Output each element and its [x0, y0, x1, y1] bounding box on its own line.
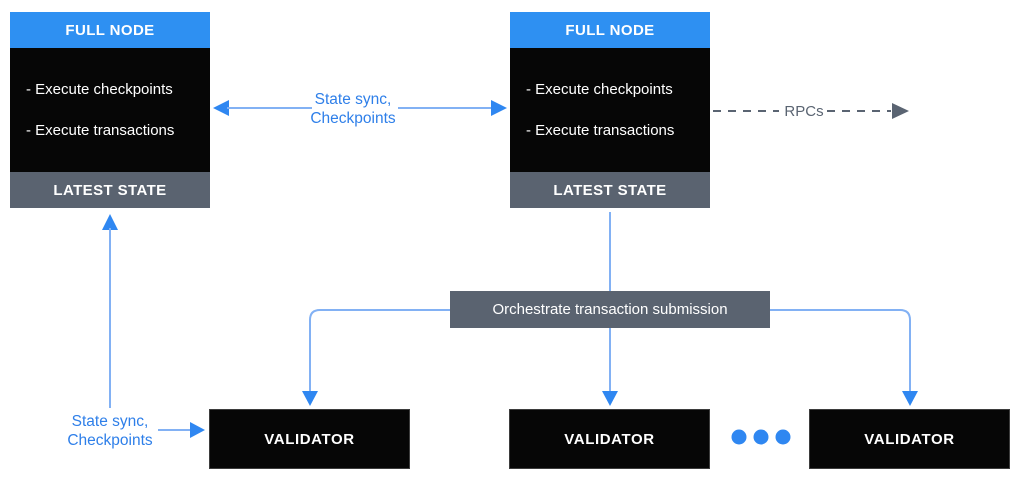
validator-to-fullnode-arrow — [102, 214, 118, 408]
full-node-right-title: FULL NODE — [510, 12, 710, 48]
orchestrate-box: Orchestrate transaction submission — [450, 291, 770, 328]
full-node-right-item-transactions: - Execute transactions — [526, 122, 675, 139]
full-node-left-footer: LATEST STATE — [10, 172, 210, 208]
full-node-right: FULL NODE - Execute checkpoints - Execut… — [510, 12, 710, 208]
arrowhead-right-icon — [491, 100, 507, 116]
arrowhead-up-icon — [102, 214, 118, 230]
arrowhead-rpcs-icon — [892, 103, 909, 119]
full-node-left-body: - Execute checkpoints - Execute transact… — [10, 48, 210, 172]
ellipsis-dots-icon — [731, 429, 791, 445]
rpcs-dashed-arrow — [713, 103, 909, 119]
orchestrate-to-left-validator-arrow — [302, 309, 450, 406]
full-node-right-item-checkpoints: - Execute checkpoints — [526, 81, 673, 98]
validator-left: VALIDATOR — [209, 409, 410, 469]
orchestrate-to-right-validator-arrow — [770, 309, 918, 406]
full-node-right-footer: LATEST STATE — [510, 172, 710, 208]
state-sync-double-arrow — [213, 100, 507, 116]
state-sync-bottom-label: State sync, Checkpoints — [67, 413, 153, 449]
validator-middle: VALIDATOR — [509, 409, 710, 469]
state-sync-to-validator-arrow — [158, 422, 205, 438]
full-node-left-item-checkpoints: - Execute checkpoints — [26, 81, 173, 98]
full-node-left-item-transactions: - Execute transactions — [26, 122, 175, 139]
arrowhead-down-left-icon — [302, 391, 318, 406]
arrowhead-right2-icon — [190, 422, 205, 438]
full-node-right-body: - Execute checkpoints - Execute transact… — [510, 48, 710, 172]
state-sync-top-label: State sync, Checkpoints — [310, 91, 396, 127]
arrowhead-down-right-icon — [902, 391, 918, 406]
arrowhead-left-icon — [213, 100, 229, 116]
full-node-left: FULL NODE - Execute checkpoints - Execut… — [10, 12, 210, 208]
rpcs-label: RPCs — [784, 103, 824, 120]
validator-right: VALIDATOR — [809, 409, 1010, 469]
full-node-left-title: FULL NODE — [10, 12, 210, 48]
arrowhead-down-middle-icon — [602, 391, 618, 406]
